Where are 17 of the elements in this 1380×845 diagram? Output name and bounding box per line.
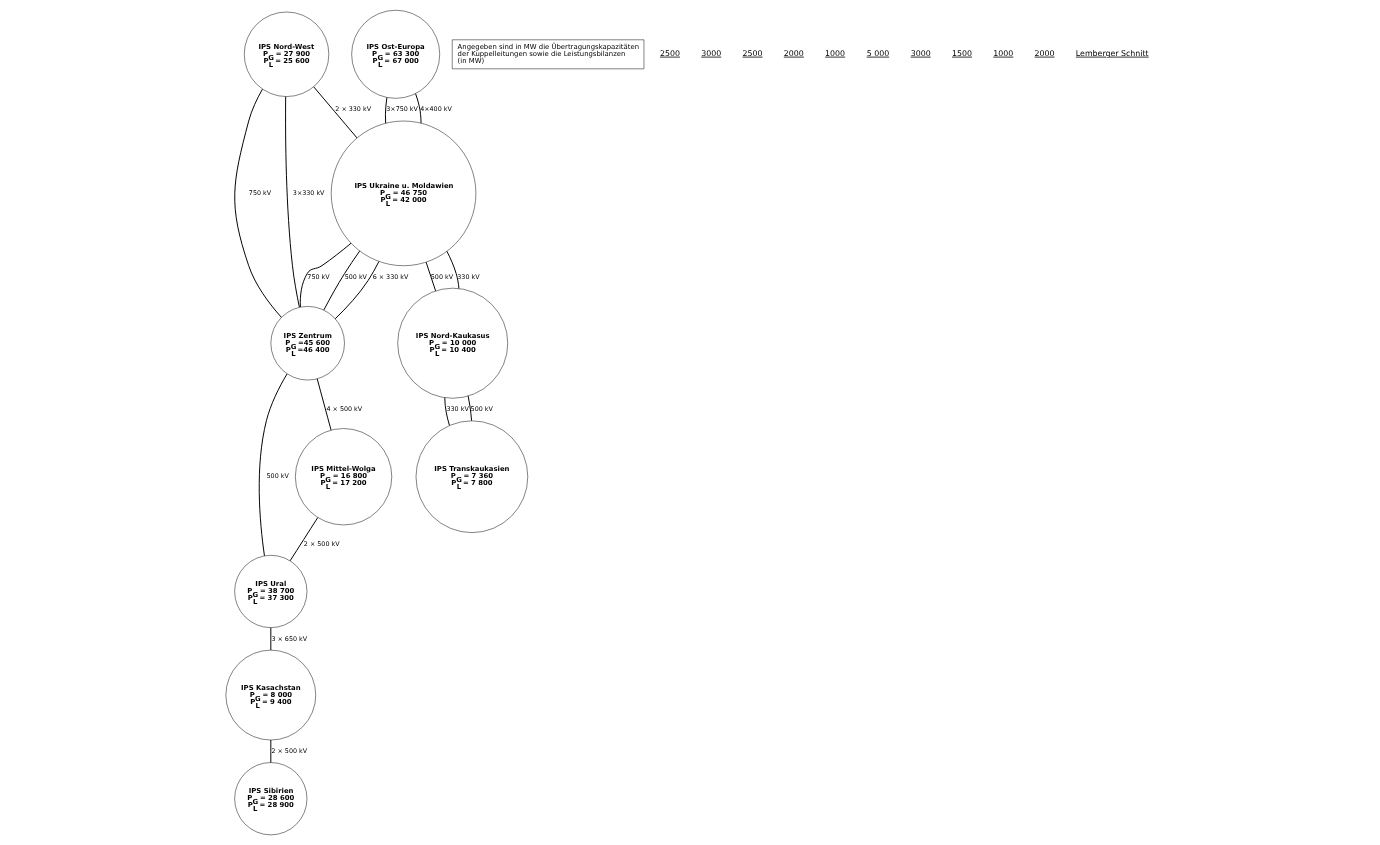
connector	[270, 627, 272, 651]
connector	[289, 517, 319, 562]
connector	[258, 373, 288, 557]
connector	[415, 93, 422, 124]
connector	[313, 86, 358, 139]
connector	[446, 250, 460, 289]
connector	[285, 96, 300, 308]
connector	[270, 739, 272, 763]
connector	[467, 395, 473, 422]
connector	[384, 97, 388, 124]
connector	[444, 397, 450, 426]
connector	[323, 250, 361, 311]
connector	[234, 88, 282, 318]
connector	[299, 242, 352, 308]
connector	[334, 261, 380, 320]
connector	[316, 378, 332, 431]
connector	[425, 261, 437, 292]
